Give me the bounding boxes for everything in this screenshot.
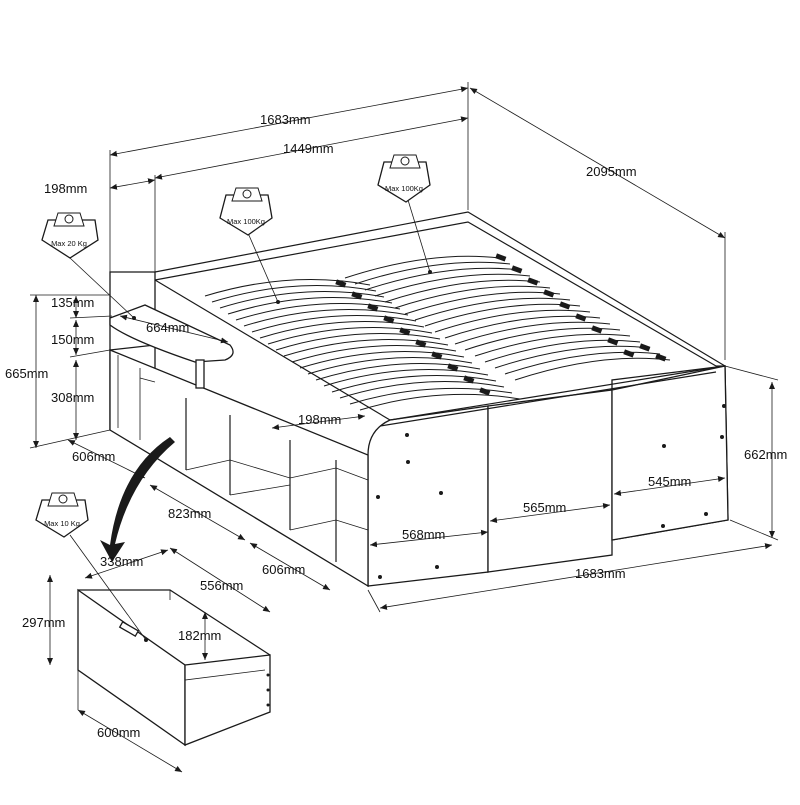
dimension-lines [29,82,779,773]
dim-606-left: 606mm [72,449,115,464]
dim-overall-length: 2095mm [586,164,637,179]
front-panel-right [611,365,729,541]
desk-leg [195,359,205,389]
dim-front-568: 568mm [402,527,445,542]
drawer-handle [118,621,140,637]
dim-desk-depth: 664mm [146,320,189,335]
dim-front-565: 565mm [523,500,566,515]
weight-badge-left-mattress: Max 100Kg [219,187,273,236]
badge-label-left-mattress: Max 100Kg [227,217,265,226]
dim-overall-width-top: 1683mm [260,112,311,127]
dim-135: 135mm [51,295,94,310]
drawer-front [77,588,186,747]
dim-shelf-depth: 198mm [298,412,341,427]
weight-icon [231,187,263,202]
dim-823: 823mm [168,506,211,521]
slat-holders [335,253,667,396]
dim-front-545: 545mm [648,474,691,489]
dim-drawer-297: 297mm [22,615,65,630]
badge-label-right-mattress: Max 100Kg [385,184,423,193]
badge-label-drawer: Max 10 Kg [44,519,80,528]
dim-150: 150mm [51,332,94,347]
dim-desk-offset: 198mm [44,181,87,196]
weight-badge-desk: Max 20 Kg [41,212,99,259]
weight-badge-right-mattress: Max 100Kg [377,154,431,203]
weight-badge-drawer: Max 10 Kg [35,492,89,538]
dim-inner-width: 1449mm [283,141,334,156]
front-panel-middle [487,389,613,573]
bed-body [109,211,729,588]
dim-drawer-600: 600mm [97,725,140,740]
front-panel-left [367,405,489,587]
dim-606-front: 606mm [262,562,305,577]
weight-icon [53,212,85,227]
drawer [77,588,271,747]
dim-total-height-left: 665mm [5,366,48,381]
dim-height-right: 662mm [744,447,787,462]
dimension-labels: 1683mm 1449mm 2095mm 198mm 135mm 664mm 1… [5,112,787,740]
dim-308: 308mm [51,390,94,405]
dim-drawer-556: 556mm [200,578,243,593]
badge-label-desk: Max 20 Kg [51,239,87,248]
dim-drawer-182: 182mm [178,628,221,643]
dim-overall-width-bottom: 1683mm [575,566,626,581]
dim-drawer-338: 338mm [100,554,143,569]
weight-icon [389,154,421,169]
weight-icon [47,492,79,507]
